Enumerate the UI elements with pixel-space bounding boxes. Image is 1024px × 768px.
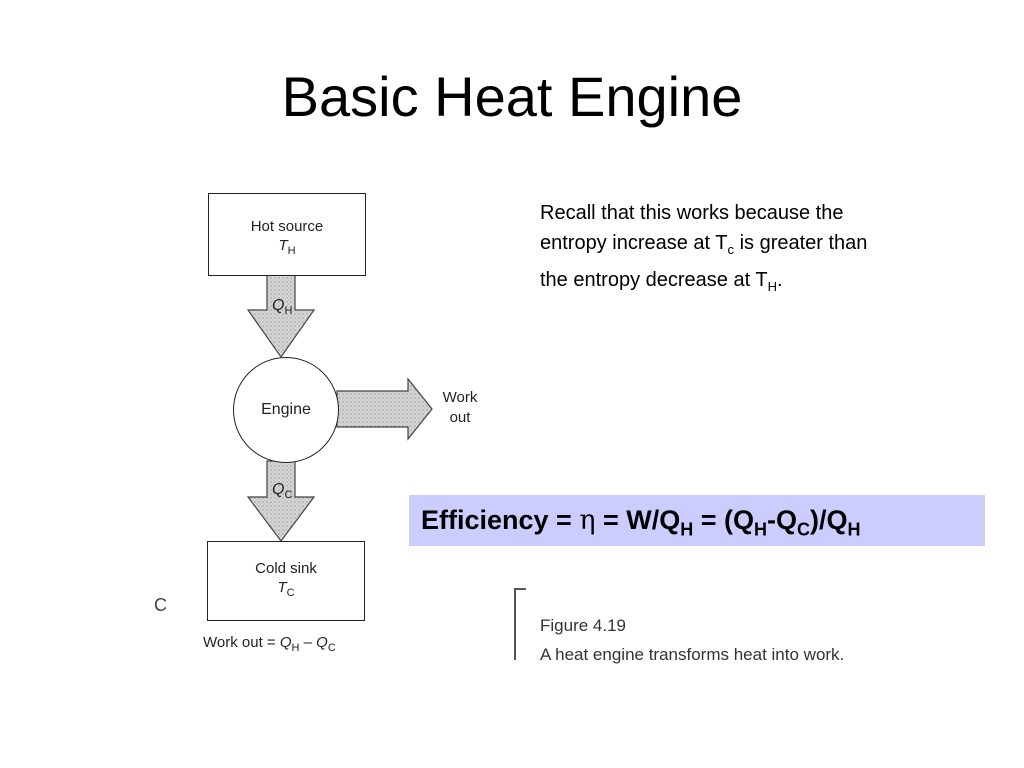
arrows-layer	[246, 274, 433, 542]
work-out-label: Work out	[442, 389, 478, 426]
qh-label: QH	[272, 297, 293, 318]
efficiency-formula: Efficiency = η = W/QH = (QH-QC)/QH	[409, 495, 985, 546]
cold-sink-temp: TC	[277, 579, 295, 599]
figure-caption: A heat engine transforms heat into work.	[540, 645, 845, 664]
hot-source-label: Hot source	[250, 218, 324, 235]
qc-label: QC	[272, 481, 293, 502]
figure-number: Figure 4.19	[540, 616, 626, 635]
work-out-formula: Work out = QH – QC	[203, 634, 336, 654]
engine-label: Engine	[261, 401, 311, 418]
slide-title: Basic Heat Engine	[281, 65, 743, 128]
eta-symbol: η	[579, 505, 596, 536]
figure-caption-block: Figure 4.19 A heat engine transforms hea…	[512, 588, 912, 668]
qc-arrow	[246, 460, 316, 542]
qh-arrow	[246, 274, 316, 359]
figure-bracket-top	[514, 588, 526, 590]
heat-engine-diagram: Hot source TH QH Engine Work out QC Cold…	[150, 185, 510, 675]
figure-bracket	[514, 588, 516, 660]
cold-sink-box: Cold sink TC	[207, 541, 365, 621]
recall-note: Recall that this works because the entro…	[540, 202, 868, 294]
hot-source-temp: TH	[278, 237, 296, 257]
hot-source-box: Hot source TH	[208, 193, 366, 276]
engine-circle: Engine	[233, 357, 339, 463]
cold-sink-label: Cold sink	[255, 560, 317, 577]
stray-mark: C	[154, 595, 167, 615]
work-out-arrow	[336, 377, 433, 441]
